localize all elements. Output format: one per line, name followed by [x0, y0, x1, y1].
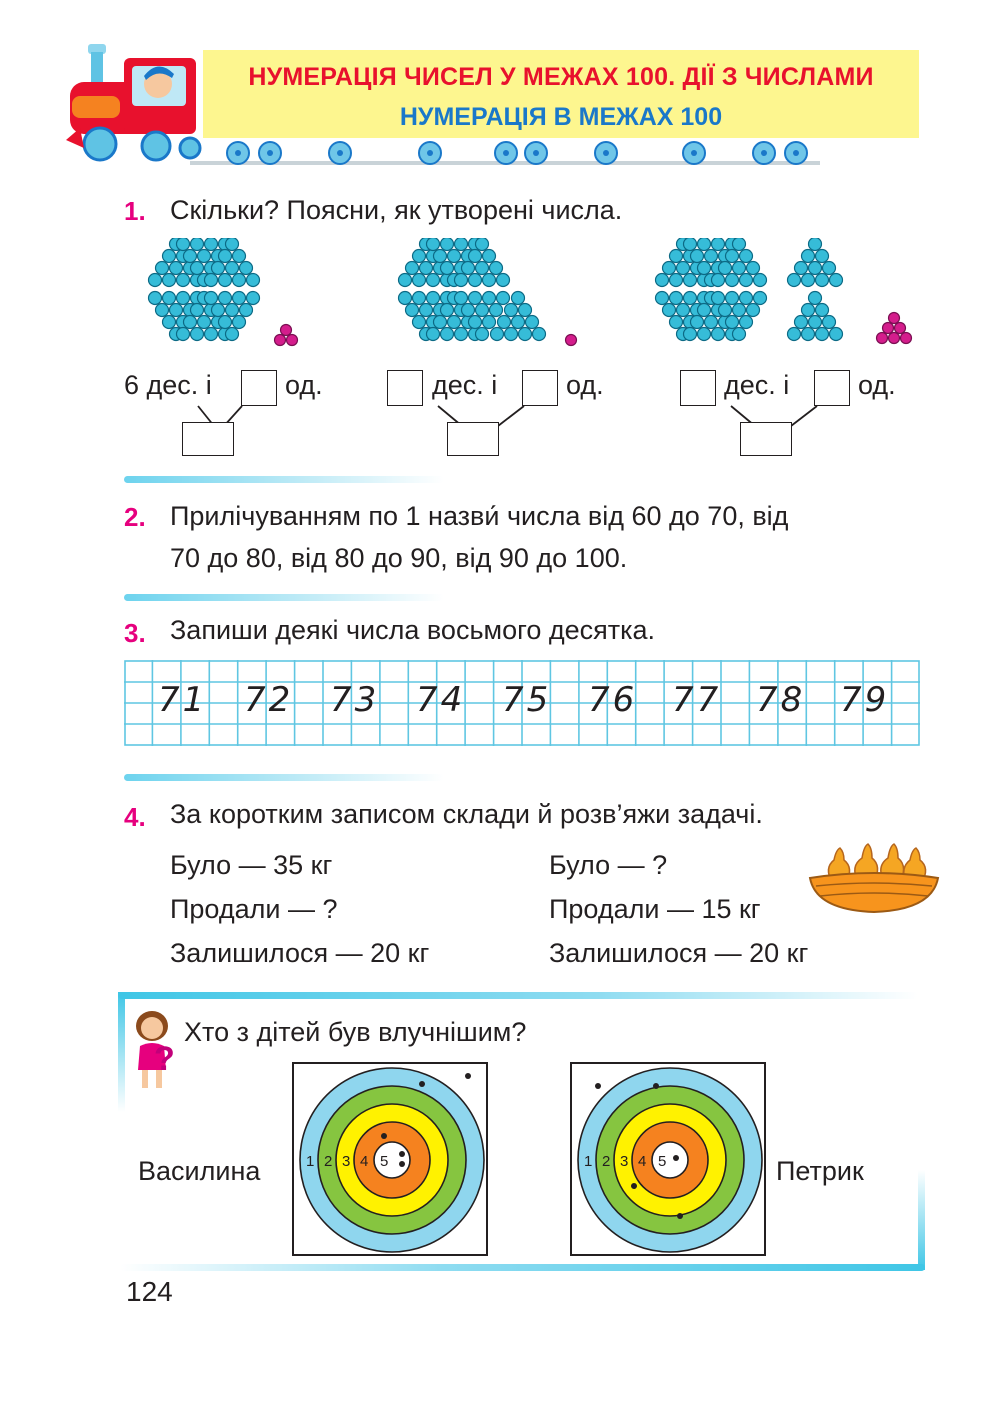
ring-label: 4 [638, 1153, 646, 1170]
section-divider [124, 594, 444, 601]
handwritten-number: 74 [416, 680, 466, 720]
units-answer-box[interactable] [241, 370, 277, 406]
total-answer-box[interactable] [447, 422, 499, 456]
bonus-question: Хто з дітей був влучнішим? [184, 1017, 527, 1047]
handwritten-number: 75 [502, 680, 552, 720]
handwritten-number: 71 [158, 680, 208, 720]
target-petryk: 1 2 3 4 5 [570, 1062, 766, 1256]
frame-border-bottom [120, 1264, 925, 1271]
ring-label: 1 [584, 1153, 592, 1170]
svg-text:?: ? [154, 1040, 175, 1078]
handwritten-number: 72 [244, 680, 294, 720]
frame-border-right [918, 1170, 925, 1270]
right-child-name: Петрик [776, 1156, 864, 1186]
frame-border-top [118, 992, 918, 999]
train-illustration [66, 44, 202, 162]
train-wheels [226, 141, 808, 165]
units-label: од. [858, 370, 896, 400]
task-text: Скільки? Поясни, як утворені числа. [170, 195, 623, 225]
units-answer-box[interactable] [814, 370, 850, 406]
ring-label: 2 [324, 1153, 332, 1170]
girl-with-question-mark-icon: ? [136, 1011, 175, 1088]
total-answer-box[interactable] [182, 422, 234, 456]
frame-border-left [118, 992, 125, 1112]
short-note-right-line-1: Було — ? [549, 850, 668, 880]
hit-marks [381, 1073, 471, 1167]
tens-answer-box[interactable] [680, 370, 716, 406]
task-number: 3. [124, 618, 146, 648]
page-title: НУМЕРАЦІЯ ЧИСЕЛ У МЕЖАХ 100. ДІЇ З ЧИСЛА… [248, 63, 874, 91]
units-label: од. [566, 370, 604, 400]
ring-label: 4 [360, 1153, 368, 1170]
task-number: 4. [124, 802, 146, 832]
units-label: од. [285, 370, 323, 400]
basket-of-pears-illustration [808, 843, 940, 914]
section-divider [124, 774, 444, 781]
ring-label: 3 [342, 1153, 350, 1170]
task-text-line-1: Прилічуванням по 1 назви́ числа від 60 д… [170, 501, 789, 531]
total-answer-box[interactable] [740, 422, 792, 456]
page-number: 124 [126, 1276, 173, 1307]
short-note-right-line-2: Продали — 15 кг [549, 894, 761, 924]
target-rings: 1 2 3 4 5 [299, 1067, 485, 1253]
handwritten-number: 78 [756, 680, 806, 720]
ring-label: 1 [306, 1153, 314, 1170]
handwritten-number: 79 [840, 680, 890, 720]
task-number: 1. [124, 196, 146, 226]
handwritten-number: 76 [588, 680, 638, 720]
task-number: 2. [124, 502, 146, 532]
tens-prefix-label: 6 дес. і [124, 370, 212, 400]
ring-label: 5 [658, 1153, 666, 1170]
short-note-right-line-3: Залишилося — 20 кг [549, 938, 809, 968]
page-subtitle: НУМЕРАЦІЯ В МЕЖАХ 100 [399, 103, 723, 131]
handwritten-number: 77 [672, 680, 722, 720]
handwritten-number: 73 [330, 680, 380, 720]
task-text: Запиши деякі числа восьмого десятка. [170, 615, 656, 645]
section-divider [124, 476, 444, 483]
tens-label: дес. і [724, 370, 790, 400]
ring-label: 5 [380, 1153, 388, 1170]
short-note-left-line-3: Залишилося — 20 кг [170, 938, 430, 968]
hit-marks [595, 1083, 683, 1219]
ring-label: 3 [620, 1153, 628, 1170]
left-child-name: Василина [138, 1156, 261, 1186]
header-banner [203, 50, 919, 138]
tens-label: дес. і [432, 370, 498, 400]
bead-groups-illustration [140, 238, 913, 347]
units-answer-box[interactable] [522, 370, 558, 406]
short-note-left-line-2: Продали — ? [170, 894, 338, 924]
ring-label: 2 [602, 1153, 610, 1170]
tens-answer-box[interactable] [387, 370, 423, 406]
target-vasylyna: 1 2 3 4 5 [292, 1062, 488, 1256]
task-text-line-2: 70 до 80, від 80 до 90, від 90 до 100. [170, 543, 628, 573]
task-text: За коротким записом склади й розв’яжи за… [170, 799, 763, 829]
short-note-left-line-1: Було — 35 кг [170, 850, 333, 880]
target-rings: 1 2 3 4 5 [577, 1067, 763, 1253]
notebook-grid [124, 660, 920, 746]
